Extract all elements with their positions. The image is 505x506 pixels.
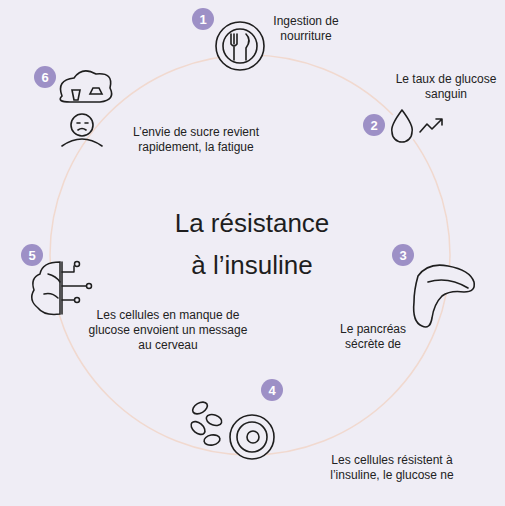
callout-number: 3 bbox=[399, 249, 406, 262]
step-badge: 4 bbox=[261, 379, 283, 401]
step-label: Le taux de glucose sanguin bbox=[393, 72, 499, 102]
step-badge: 3 bbox=[392, 244, 414, 266]
step-label: Les cellules résistent à l’insuline, le … bbox=[314, 453, 470, 483]
cycle-ring bbox=[50, 55, 450, 455]
step-badge: 5 bbox=[21, 244, 43, 266]
step-label: L’envie de sucre revient rapidement, la … bbox=[112, 125, 280, 155]
diagram-title: La résistance à l’insuline bbox=[164, 202, 340, 286]
tired-person-icon bbox=[60, 71, 111, 146]
step-badge: 2 bbox=[363, 114, 385, 136]
step-label: Les cellules en manque de glucose envoie… bbox=[86, 308, 250, 353]
pancreas-icon bbox=[414, 265, 475, 327]
step-label: Ingestion de nourriture bbox=[262, 14, 350, 44]
blood-drop-icon bbox=[386, 110, 442, 144]
callout-number: 4 bbox=[268, 384, 275, 397]
step-badge: 1 bbox=[192, 8, 214, 30]
callout-number: 5 bbox=[28, 249, 35, 262]
callout-number: 1 bbox=[199, 13, 206, 26]
step-badge: 6 bbox=[34, 66, 56, 88]
brain-icon bbox=[32, 262, 92, 315]
callout-number: 2 bbox=[370, 119, 377, 132]
cells-icon bbox=[189, 400, 274, 459]
plate-icon bbox=[216, 22, 264, 70]
step-label: Le pancréas sécrète de bbox=[328, 322, 418, 352]
callout-number: 6 bbox=[41, 71, 48, 84]
